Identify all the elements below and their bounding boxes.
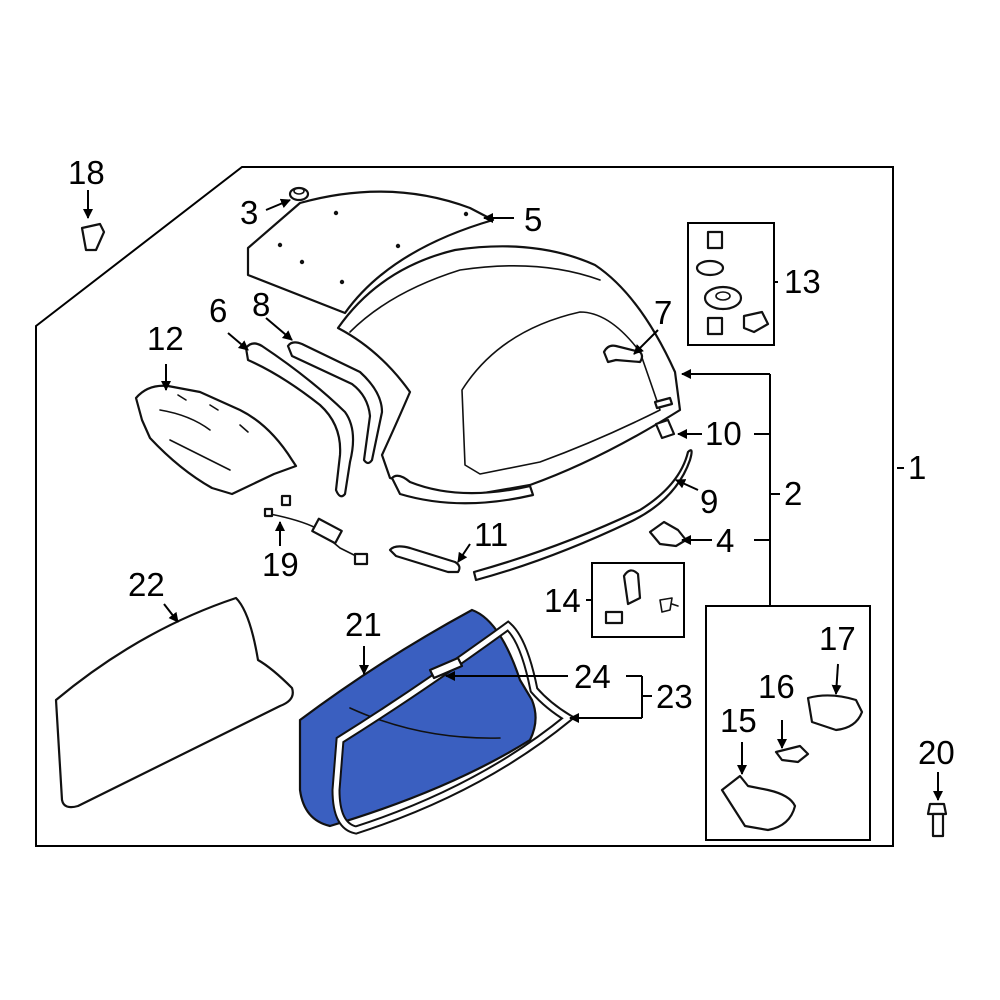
seal-frame-part[interactable] [54,596,294,809]
side-rail-right-part[interactable] [286,341,384,465]
bracket-part[interactable] [648,520,688,548]
callout-13: 13 [784,263,821,300]
inset-box-15-17 [705,605,871,841]
pin-part[interactable] [80,222,106,252]
side-rail-left-part[interactable] [244,342,355,498]
side-rail-part[interactable] [653,396,676,440]
fastener-set-part[interactable] [695,230,770,336]
callout-labels: 18 3 5 6 8 7 12 13 10 9 11 4 2 1 19 14 2… [68,154,955,771]
grommet-part[interactable] [288,186,310,202]
rear-window-defroster-line [349,707,501,739]
callout-23: 23 [656,678,693,715]
leader-lines [83,190,943,801]
callout-10: 10 [705,415,742,452]
callout-7: 7 [654,294,672,331]
trim-panel-part[interactable] [134,384,298,496]
callout-18: 18 [68,154,105,191]
clip-set-part[interactable] [604,569,679,625]
callout-17: 17 [819,620,856,657]
callout-22: 22 [128,566,165,603]
callout-8: 8 [252,286,270,323]
short-seal-part[interactable] [388,545,461,574]
callout-6: 6 [209,292,227,329]
callout-5: 5 [524,201,542,238]
weatherstrip-part[interactable] [472,449,693,582]
frame-clip-part[interactable] [428,656,464,680]
callout-1: 1 [908,449,926,486]
cover-cap-part[interactable] [806,694,864,732]
rear-window-glass-part[interactable] [298,608,537,828]
latch-base-part[interactable] [720,774,797,832]
headliner-panel-part[interactable] [246,190,495,315]
callout-21: 21 [345,606,382,643]
bolt-part[interactable] [926,802,948,838]
callout-11: 11 [474,516,508,553]
cable-part[interactable] [263,494,369,566]
callout-14: 14 [544,582,581,619]
front-bow-strip[interactable] [390,474,535,505]
callout-15: 15 [720,702,757,739]
callout-4: 4 [716,522,734,559]
callout-12: 12 [147,320,184,357]
callout-2: 2 [784,475,802,512]
soft-top-part[interactable] [336,245,682,500]
callout-24: 24 [574,658,611,695]
callout-3: 3 [240,194,258,231]
assembly-frame [35,166,894,847]
callout-9: 9 [700,483,718,520]
latch-clip-part[interactable] [774,744,810,764]
callout-16: 16 [758,668,795,705]
callout-19: 19 [262,546,299,583]
inset-box-13 [687,222,775,346]
callout-20: 20 [918,734,955,771]
